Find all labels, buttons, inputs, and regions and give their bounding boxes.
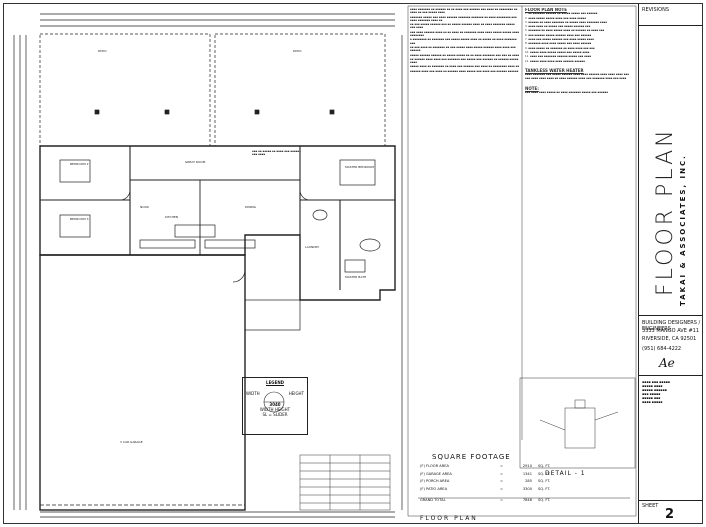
firm-and-title-cell: FLOOR PLAN TAKAI & ASSOCIATES, INC. [639, 26, 703, 316]
firm-line-2: BUILDING DESIGNERS / ENGINEERS [642, 320, 701, 332]
legend-code-caption: WIDTH HEIGHT [259, 407, 291, 412]
sq-label: (F) PORCH AREA [420, 479, 450, 483]
sq-eq: = [500, 479, 504, 483]
room-label-great-room: GREAT ROOM [185, 160, 206, 164]
dimension-notes: ▪▪▪ ▪▪ ▪▪▪▪▪ ▪▪ ▪▪▪▪ ▪▪▪ ▪▪▪▪▪▪ ▪▪▪ ▪▪▪▪ [252, 150, 301, 157]
room-label-patio-2: PATIO [293, 49, 302, 53]
sq-label: (F) GARAGE AREA [420, 471, 452, 476]
square-footage-row: (F) GARAGE AREA = 1341 SQ. FT. [420, 472, 620, 476]
room-label-dining: DINING [245, 205, 256, 209]
sq-label: GRAND TOTAL [420, 498, 446, 502]
sq-eq: = [500, 486, 504, 491]
square-footage-row: (F) PATIO AREA = 3300 SQ. FT. [420, 487, 620, 491]
room-label-bedroom-3: BEDROOM 3 [70, 217, 89, 221]
tankless-water-heater-header: TANKLESS WATER HEATER [525, 67, 584, 73]
sq-label: (F) PATIO AREA [420, 486, 448, 491]
square-footage-title: SQUARE FOOTAGE [432, 453, 511, 461]
legend-height: HEIGHT [288, 391, 304, 396]
firm-phone: (951) 684-4222 [642, 346, 682, 352]
revisions-cell: REVISIONS [639, 4, 703, 26]
square-footage-row: (F) PORCH AREA = 285 SQ. FT. [420, 479, 620, 483]
signature: Ae [659, 356, 675, 370]
plan-label: FLOOR PLAN [420, 515, 478, 522]
firm-line-4: RIVERSIDE, CA 92501 [642, 336, 697, 342]
revisions-label: REVISIONS [642, 7, 670, 13]
room-label-garage: 3 CAR GARAGE [120, 440, 143, 444]
legend-code: 3040 [269, 402, 281, 407]
legend-slider: SL = SLIDER [262, 412, 288, 417]
sq-eq: = [500, 498, 504, 502]
title-block: REVISIONS FLOOR PLAN TAKAI & ASSOCIATES,… [638, 4, 703, 523]
sheet-info-cell: ▪▪▪▪ ▪▪▪ ▪▪▪▪▪▪▪▪▪▪ ▪▪▪▪▪▪▪▪▪ ▪▪▪▪▪▪▪▪▪ … [639, 376, 703, 501]
sq-unit: SQ. FT. [538, 471, 551, 476]
sq-value: 2910 [522, 464, 532, 468]
sheet-number-cell: SHEET 2 [639, 501, 703, 523]
firm-name: TAKAI & ASSOCIATES, INC. [679, 154, 687, 306]
detail-label: DETAIL - 1 [545, 470, 586, 477]
firm-line-3: 3333 MANGO AVE #11 [642, 328, 700, 334]
floor-plan-notes-column: FLOOR PLAN NOTE 1. ▪▪ ▪▪▪▪▪▪▪ ▪▪▪▪▪▪ ▪▪ … [525, 8, 635, 378]
room-label-nook: NOOK [140, 205, 149, 209]
room-label-master: MASTER BEDROOM [345, 165, 374, 169]
sheet-label: SHEET [642, 503, 659, 509]
sq-eq: = [500, 464, 504, 468]
window-legend: LEGEND WIDTH HEIGHT 3040 WIDTH HEIGHT SL… [242, 377, 308, 435]
square-footage-row: (F) FLOOR AREA = 2910 SQ. FT. [420, 464, 620, 468]
sheet-title: FLOOR PLAN [653, 127, 678, 296]
sq-label: (F) FLOOR AREA [420, 464, 449, 468]
firm-info-cell: BUILDING DESIGNERS / ENGINEERS 3333 MANG… [639, 316, 703, 376]
legend-width: WIDTH [246, 391, 260, 396]
sq-eq: = [500, 471, 504, 476]
sq-unit: SQ. FT. [538, 486, 551, 491]
sq-value: 3300 [522, 486, 532, 491]
sheet-number: 2 [665, 507, 675, 522]
sq-value: 1341 [522, 471, 532, 476]
general-notes-column: ▪▪▪▪ ▪▪▪▪▪▪▪ ▪▪ ▪▪▪▪▪▪ ▪▪ ▪▪ ▪▪▪▪ ▪▪▪ ▪▪… [410, 8, 520, 73]
legend-title: LEGEND [266, 380, 284, 385]
floor-plan-notes-header: FLOOR PLAN NOTE [525, 8, 567, 12]
sq-unit: SQ. FT. [538, 464, 551, 468]
sq-unit: SQ. FT. [538, 498, 551, 502]
room-label-patio: PATIO [98, 49, 107, 53]
room-label-laundry: LAUNDRY [305, 245, 320, 249]
sq-value: 285 [525, 479, 532, 483]
sq-value: 7846 [522, 498, 532, 502]
sq-unit: SQ. FT. [538, 479, 551, 483]
room-label-master-bath: MASTER BATH [345, 275, 367, 279]
room-label-kitchen: KITCHEN [165, 215, 178, 219]
room-label-bedroom-2: BEDROOM 2 [70, 162, 89, 166]
sheet-border [3, 3, 703, 524]
square-footage-row: GRAND TOTAL = 7846 SQ. FT. [420, 498, 620, 502]
note-header: NOTE: [525, 85, 539, 91]
